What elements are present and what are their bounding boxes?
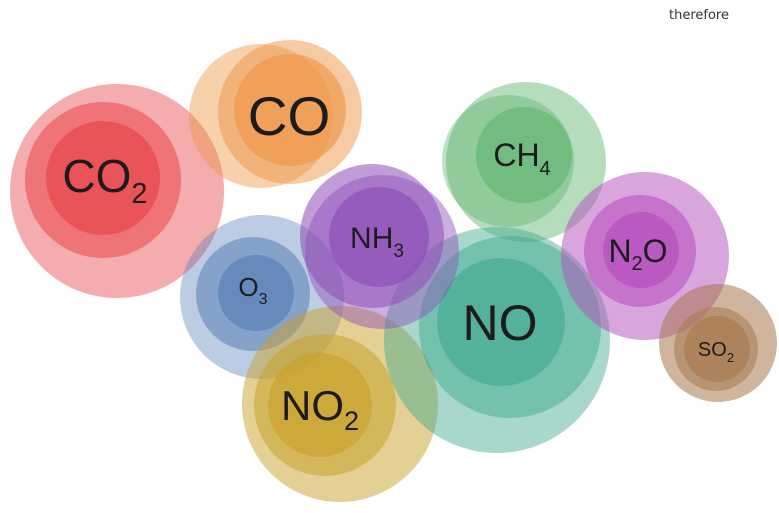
bubble-ch4: CH4 bbox=[442, 82, 606, 242]
bubble-co2: CO2 bbox=[10, 84, 224, 298]
bubble-label-so2: SO2 bbox=[698, 339, 734, 365]
bubble-label-nh3: NH3 bbox=[350, 222, 404, 262]
bubble-no: NO bbox=[384, 227, 610, 453]
corner-text: therefore bbox=[669, 8, 729, 23]
bubble-label-no2: NO2 bbox=[281, 382, 359, 436]
bubble-nh3: NH3 bbox=[300, 164, 459, 329]
bubble-label-no: NO bbox=[463, 295, 538, 351]
bubble-label-co2: CO2 bbox=[62, 150, 147, 210]
bubble-label-n2o: N2O bbox=[608, 233, 667, 275]
bubble-so2: SO2 bbox=[659, 284, 777, 402]
bubble-no2: NO2 bbox=[242, 306, 438, 502]
bubble-co: CO bbox=[189, 40, 362, 188]
bubble-label-ch4: CH4 bbox=[493, 137, 550, 180]
bubble-label-co: CO bbox=[248, 85, 331, 147]
bubble-label-o3: O3 bbox=[238, 272, 267, 308]
